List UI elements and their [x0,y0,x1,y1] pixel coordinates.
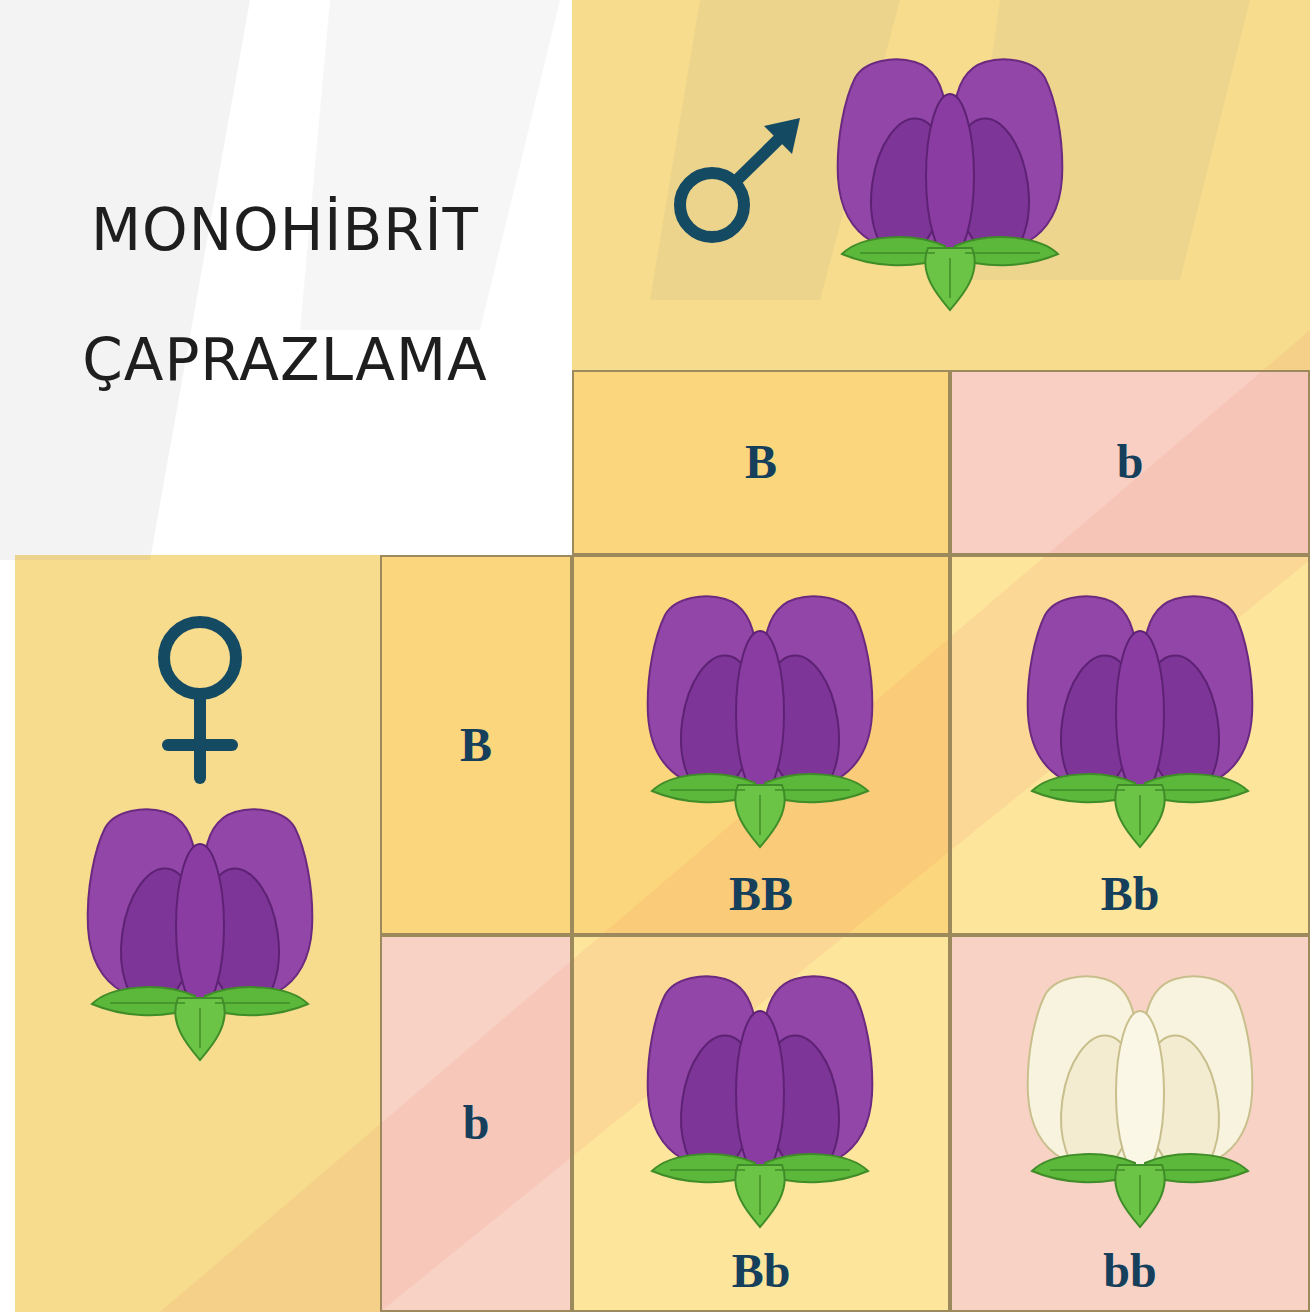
gamete-header: B [380,555,572,935]
white-flower [1028,976,1253,1227]
allele-label: B [745,436,777,489]
allele-label: Bb [732,1245,791,1298]
purple-flower [648,976,873,1227]
male-symbol [680,130,788,237]
purple-flower [838,59,1063,310]
allele-label: b [1117,436,1144,489]
gamete-header: b [380,935,572,1312]
allele-label: Bb [1101,868,1160,921]
purple-flower [88,809,313,1060]
allele-label: B [460,719,492,772]
purple-flower [648,596,873,847]
gamete-header: B [572,370,950,555]
male-panel [572,0,1310,370]
allele-label: b [463,1097,490,1150]
allele-label: BB [729,868,793,921]
offspring-cell: Bb [950,555,1310,935]
allele-label: bb [1103,1245,1156,1298]
diagram-title: MONOHİBRİT ÇAPRAZLAMA [25,165,545,425]
offspring-cell: BB [572,555,950,935]
offspring-cell: Bb [572,935,950,1312]
female-symbol [164,622,236,778]
offspring-cell: bb [950,935,1310,1312]
gamete-header: b [950,370,1310,555]
purple-flower [1028,596,1253,847]
